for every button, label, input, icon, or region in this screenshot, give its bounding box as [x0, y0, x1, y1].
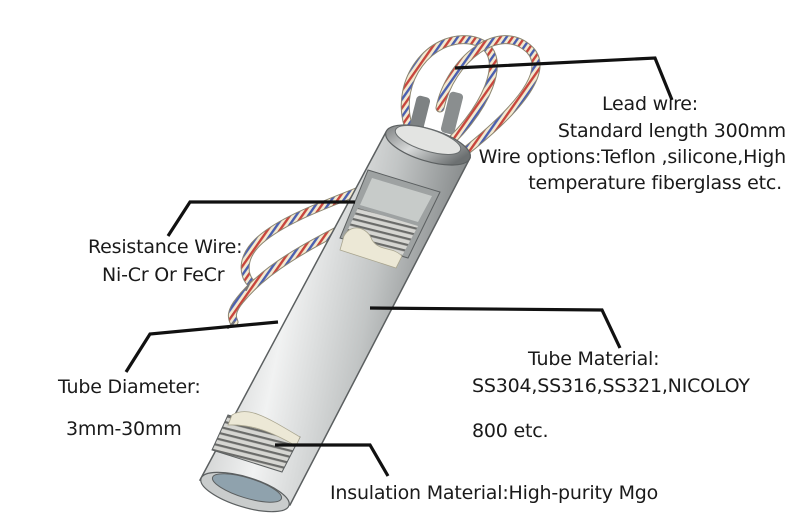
tube-diameter-value: 3mm-30mm	[66, 418, 182, 440]
lead-wire-options-cont: temperature fiberglass etc.	[528, 172, 782, 194]
heater-tube	[198, 124, 472, 513]
leader-tube-material	[369, 306, 622, 349]
lead-wire-length: Standard length 300mm	[557, 120, 786, 142]
tube-material-value: SS304,SS316,SS321,NICOLOY	[472, 375, 750, 397]
lead-wire-options: Wire options:Teflon ,silicone,High	[478, 146, 787, 168]
leader-resistance-wire	[166, 200, 355, 237]
tube-material-title: Tube Material:	[528, 348, 660, 370]
leader-tube-diameter	[124, 320, 279, 373]
resistance-wire-value: Ni-Cr Or FeCr	[102, 264, 225, 286]
leader-insulation	[275, 443, 390, 477]
resistance-wire-title: Resistance Wire:	[88, 236, 243, 258]
leader-lines	[124, 56, 674, 477]
insulation-material-label: Insulation Material:High-purity Mgo	[330, 482, 659, 504]
tube-material-value-cont: 800 etc.	[472, 420, 549, 442]
tube-diameter-title: Tube Diameter:	[58, 376, 201, 398]
lead-wire-title: Lead wire:	[602, 93, 698, 115]
leader-lead-wire	[454, 56, 674, 101]
